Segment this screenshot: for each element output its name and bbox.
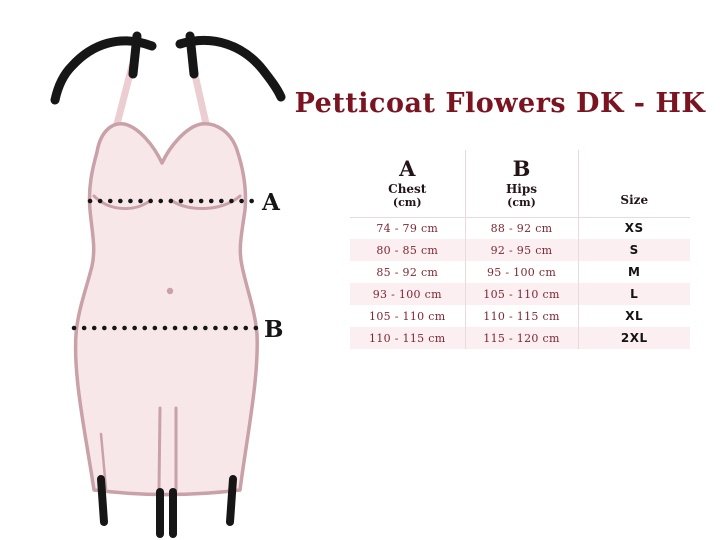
col-header-hips: B Hips (cm) [464, 150, 578, 218]
petticoat-illustration: A B [50, 31, 286, 538]
cell-chest: 93 - 100 cm [372, 287, 442, 301]
table-row: 105 - 110 cm 110 - 115 cm XL [350, 305, 690, 327]
cell-size: XS [577, 217, 690, 239]
shoulder-stroke-right [175, 36, 286, 102]
size-table: A Chest (cm) B Hips (cm) Size 74 - 79 cm… [350, 150, 690, 349]
col-b-letter: B [512, 156, 531, 182]
cell-chest: 85 - 92 cm [376, 265, 439, 279]
cell-size: XL [577, 305, 690, 327]
garter-mark-left [97, 475, 108, 526]
cell-hips: 115 - 120 cm [464, 327, 578, 349]
skirt-slit-line-left [157, 406, 162, 492]
marker-a-label: A [261, 189, 281, 216]
col-header-size: Size [577, 150, 690, 218]
strap-top-stub-left [128, 31, 142, 79]
marker-b-label: B [264, 316, 283, 343]
col-b-unit: (cm) [507, 195, 536, 209]
cell-size: L [577, 283, 690, 305]
strap-top-stub-right [185, 31, 199, 79]
col-header-chest: A Chest (cm) [350, 150, 465, 218]
cell-size: M [577, 261, 690, 283]
cell-size: 2XL [577, 327, 690, 349]
table-row: 80 - 85 cm 92 - 95 cm S [350, 239, 690, 261]
table-row: 74 - 79 cm 88 - 92 cm XS [350, 217, 690, 239]
cell-hips: 88 - 92 cm [464, 217, 578, 239]
skirt-seam-left [99, 432, 108, 491]
dress-body [73, 122, 259, 497]
table-row: 85 - 92 cm 95 - 100 cm M [350, 261, 690, 283]
cell-hips: 105 - 110 cm [464, 283, 578, 305]
col-a-unit: (cm) [392, 195, 422, 209]
col-a-letter: A [399, 156, 416, 182]
shoulder-stroke-left [50, 36, 157, 105]
underbust-seam-right [169, 194, 242, 211]
cell-chest: 80 - 85 cm [376, 243, 439, 257]
page-title: Petticoat Flowers DK - HK [294, 88, 706, 119]
cell-hips: 110 - 115 cm [464, 305, 578, 327]
size-label: Size [620, 192, 649, 207]
col-b-name: Hips [505, 181, 538, 196]
table-row: 110 - 115 cm 115 - 120 cm 2XL [350, 327, 690, 349]
cell-size: S [577, 239, 690, 261]
cell-hips: 92 - 95 cm [464, 239, 578, 261]
cell-chest: 105 - 110 cm [369, 309, 446, 323]
cell-chest: 110 - 115 cm [369, 331, 446, 345]
cell-chest: 74 - 79 cm [376, 221, 439, 235]
garter-mark-right [226, 475, 237, 526]
table-header-row: A Chest (cm) B Hips (cm) Size [350, 150, 690, 218]
belly-button-dot [166, 287, 174, 295]
cell-hips: 95 - 100 cm [464, 261, 578, 283]
col-a-name: Chest [388, 181, 427, 196]
table-row: 93 - 100 cm 105 - 110 cm L [350, 283, 690, 305]
